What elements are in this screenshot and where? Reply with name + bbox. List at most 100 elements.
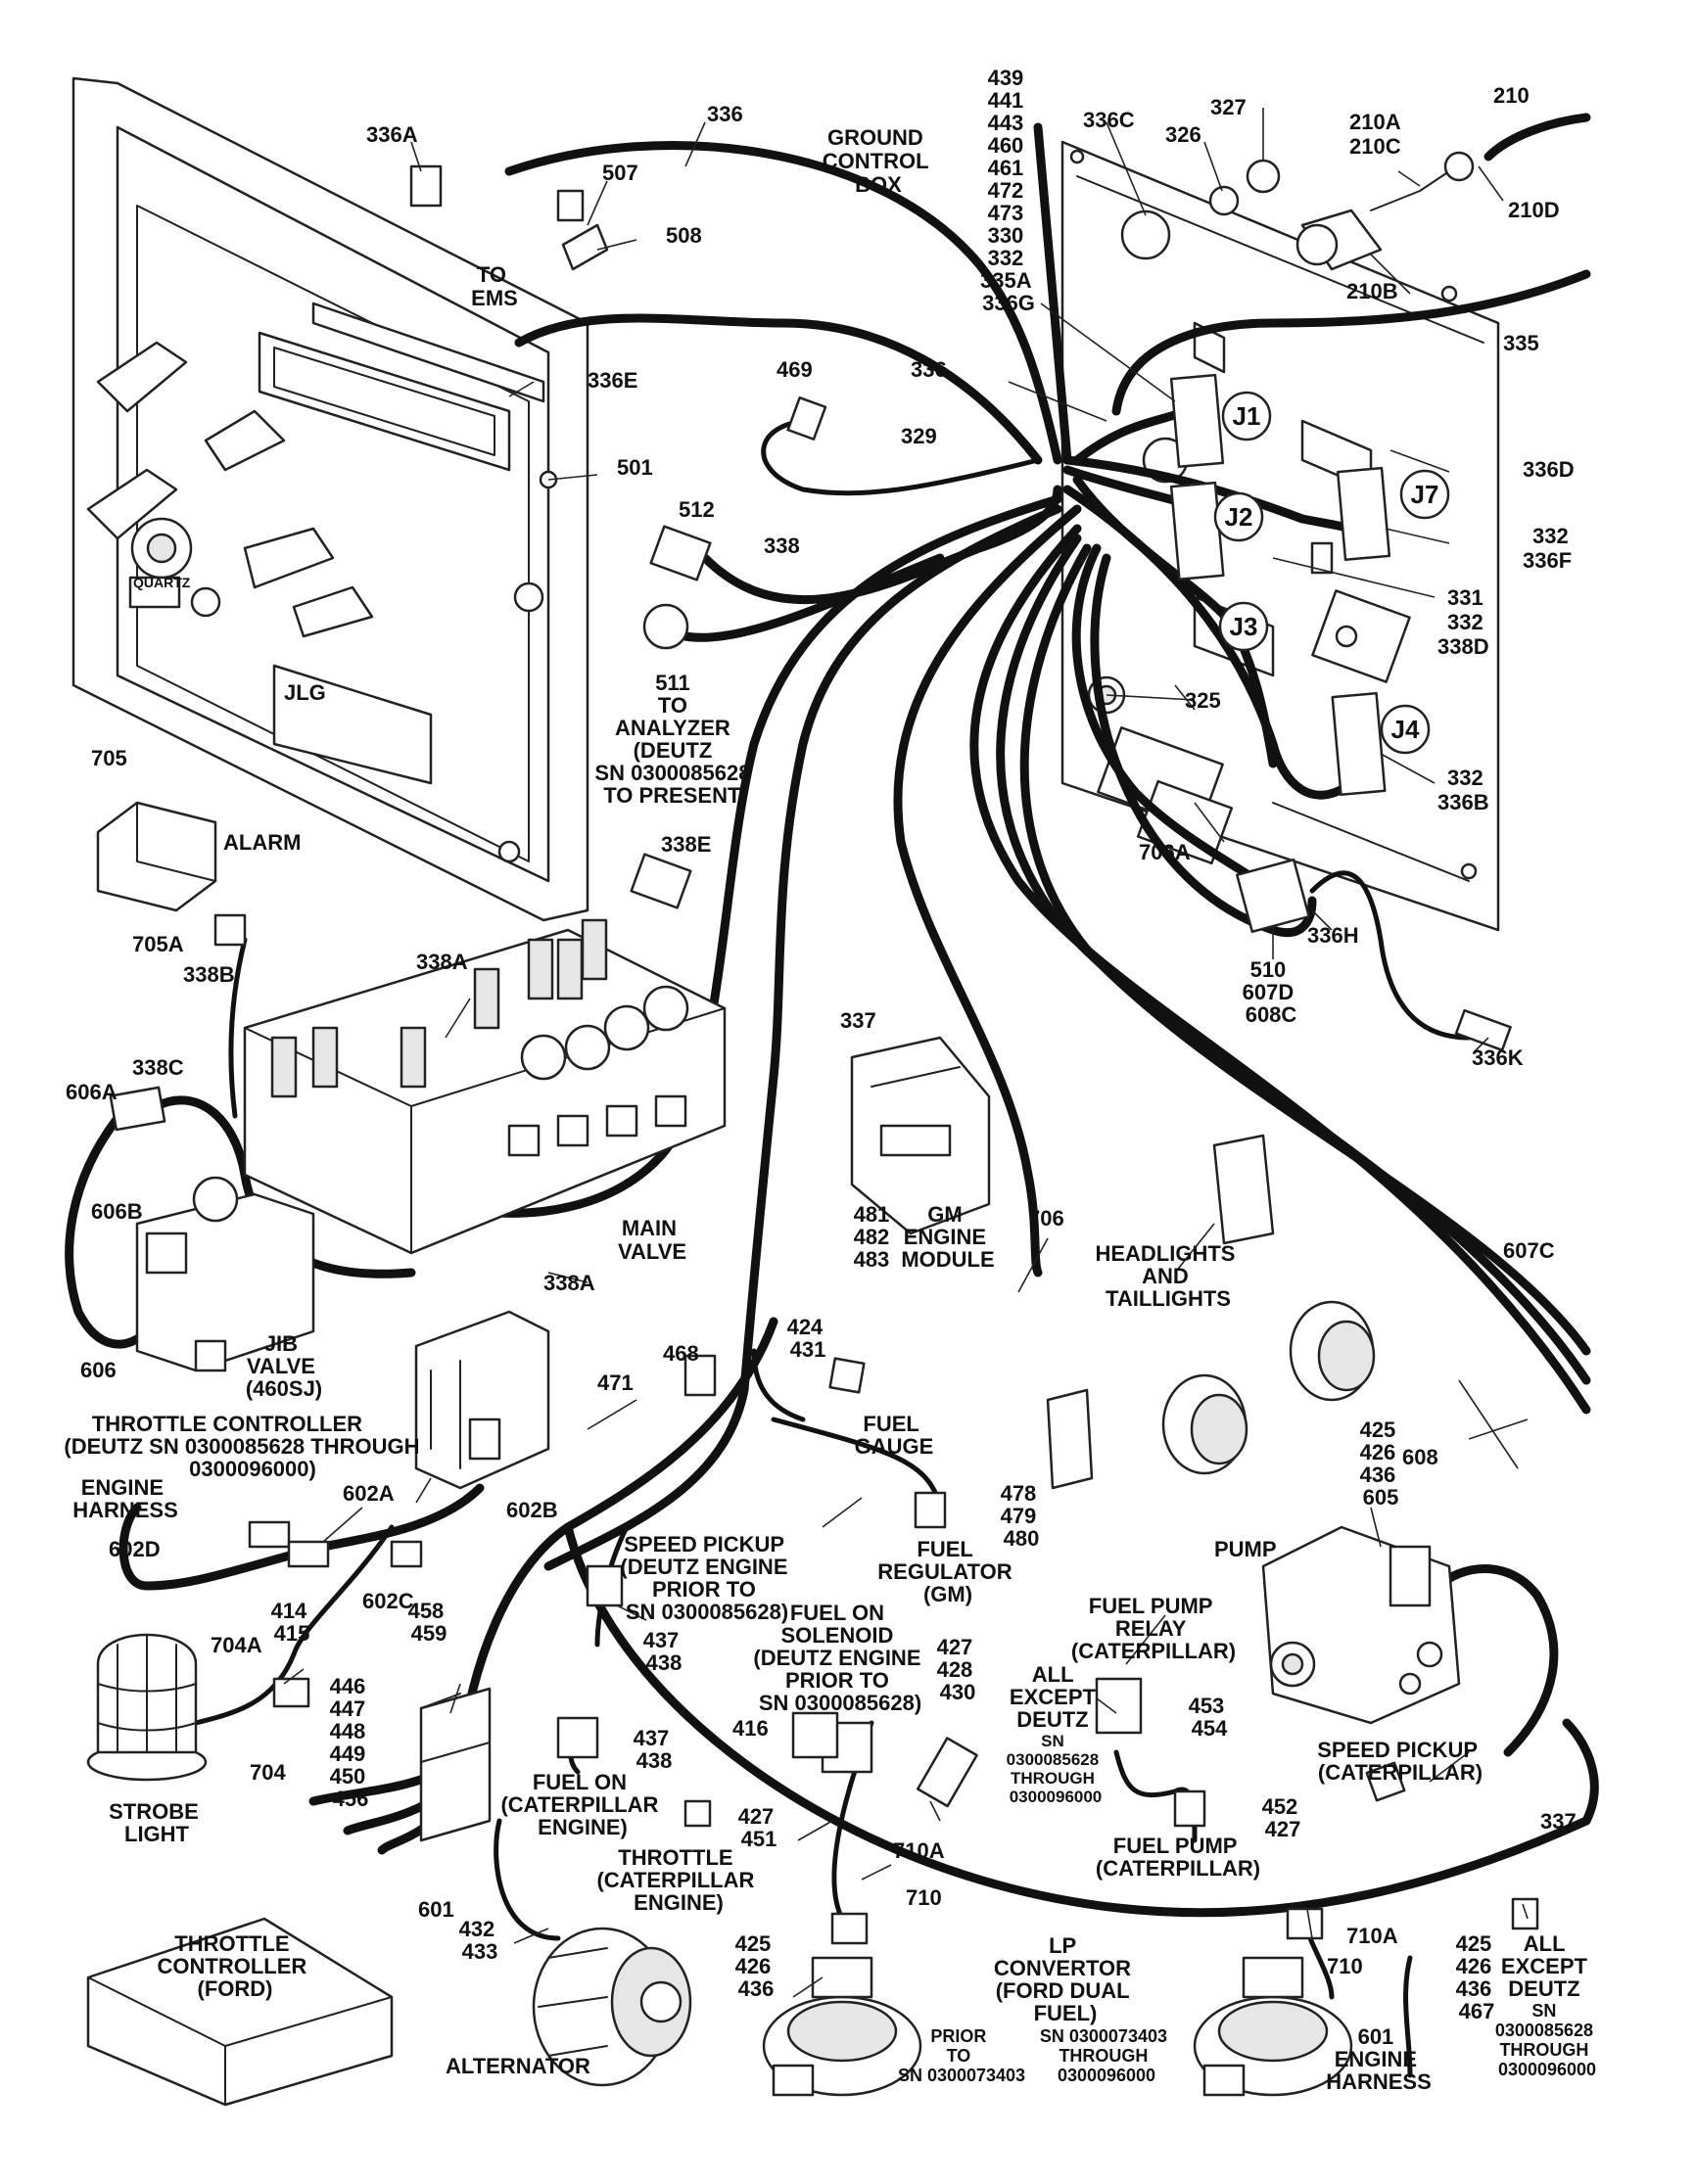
label-332-336b: 332 336B	[1437, 766, 1489, 814]
label-throttle-controller-ford: THROTTLE CONTROLLER (FORD)	[158, 1931, 313, 2001]
label-512: 512	[679, 497, 715, 522]
lp-convertor-left	[762, 1956, 922, 2097]
label-608: 608	[1402, 1445, 1438, 1469]
label-427-451: 427 451	[738, 1804, 780, 1851]
label-j1-wire-stack: 439 441 443 460 461 472 473 330 332 335A…	[980, 66, 1037, 315]
label-326: 326	[1165, 122, 1201, 147]
label-338: 338	[764, 534, 800, 558]
label-710-left: 710	[906, 1885, 942, 1910]
label-606a: 606A	[66, 1080, 118, 1104]
label-458-459: 458 459	[408, 1599, 450, 1646]
label-210: 210	[1493, 83, 1530, 108]
label-704a: 704A	[211, 1633, 262, 1657]
label-706a: 706A	[1139, 840, 1191, 864]
label-511-to-analyzer: 511 TO ANALYZER (DEUTZ SN 0300085628 TO …	[594, 671, 756, 808]
label-speed-pickup-caterpillar: SPEED PICKUP (CATERPILLAR)	[1317, 1738, 1483, 1785]
jib-valve-component	[135, 1176, 315, 1372]
label-510-607d-608c: 510 607D 608C	[1243, 957, 1300, 1027]
label-425-426-436-605: 425 426 436 605	[1360, 1417, 1402, 1510]
label-336h: 336H	[1307, 923, 1359, 948]
label-prior-to-sn: PRIOR TO SN 0300073403	[898, 2022, 1025, 2085]
label-alternator: ALTERNATOR	[446, 2054, 590, 2078]
lp-convertor-right	[1193, 1956, 1353, 2097]
label-706: 706	[1028, 1206, 1064, 1231]
label-336a: 336A	[366, 122, 418, 147]
j1-connector-block	[1169, 373, 1225, 468]
connector-j2: J2	[1225, 502, 1253, 532]
label-416: 416	[732, 1716, 769, 1741]
connector-labels: J1 J2 J7 J3 J4	[1213, 391, 1450, 755]
label-414-415: 414 415	[271, 1599, 313, 1646]
connector-j7: J7	[1411, 480, 1439, 509]
label-337-top: 337	[840, 1008, 876, 1033]
label-327: 327	[1210, 95, 1247, 119]
label-507: 507	[602, 161, 638, 185]
label-601-left: 601	[418, 1897, 454, 1922]
throttle-controller-ford	[86, 1917, 394, 2107]
gm-engine-module	[850, 1036, 991, 1235]
label-437-438-a: 437 438	[643, 1628, 685, 1675]
label-336e: 336E	[588, 368, 637, 393]
j2-connector-block	[1169, 481, 1225, 581]
label-sn-through: SN 0300073403 THROUGH 0300096000	[1040, 2022, 1173, 2085]
label-710-right: 710	[1327, 1954, 1363, 1978]
label-469: 469	[777, 357, 813, 382]
fuel-on-solenoid-component	[791, 1711, 839, 1759]
alarm-component	[96, 801, 217, 912]
label-331-332-338d: 331 332 338D	[1437, 585, 1489, 659]
label-fuel-pump-caterpillar: FUEL PUMP (CATERPILLAR)	[1096, 1834, 1260, 1881]
label-speed-pickup-deutz: SPEED PICKUP (DEUTZ ENGINE PRIOR TO SN 0…	[620, 1532, 793, 1624]
label-468: 468	[663, 1341, 699, 1366]
label-471: 471	[597, 1371, 634, 1395]
label-705a: 705A	[132, 932, 184, 956]
label-fuel-gauge: FUEL GAUGE	[855, 1412, 934, 1459]
label-329: 329	[901, 424, 937, 448]
label-705: 705	[91, 746, 127, 770]
ground-control-box: QUARTZ JLG	[71, 76, 589, 922]
control-display-panel	[258, 331, 511, 472]
label-478-479-480: 478 479 480	[1001, 1481, 1043, 1551]
label-325: 325	[1185, 688, 1221, 713]
label-446-456: 446 447 448 449 450 456	[330, 1674, 372, 1811]
j7-connector-block	[1336, 466, 1391, 561]
label-710a-left: 710A	[893, 1838, 945, 1863]
label-336: 336	[707, 102, 743, 126]
label-338e: 338E	[661, 832, 711, 857]
pump-component	[1261, 1525, 1461, 1725]
main-valve-component	[243, 918, 727, 1255]
label-437-438-b: 437 438	[634, 1726, 676, 1773]
label-602a: 602A	[343, 1481, 395, 1506]
j510-connector-block	[1236, 859, 1310, 933]
label-main-valve: MAIN VALVE	[618, 1216, 686, 1264]
label-336k: 336K	[1472, 1046, 1524, 1070]
label-332-336f: 332 336F	[1523, 524, 1575, 573]
label-424-431: 424 431	[787, 1315, 829, 1362]
quartz-badge-text: QUARTZ	[133, 575, 191, 590]
label-337-right: 337	[1540, 1809, 1577, 1834]
throttle-controller-deutz	[414, 1310, 550, 1490]
label-strobe-light: STROBE LIGHT	[109, 1799, 205, 1846]
label-throttle-caterpillar: THROTTLE (CATERPILLAR ENGINE)	[596, 1845, 760, 1915]
label-710a-right: 710A	[1346, 1924, 1398, 1948]
label-alarm: ALARM	[223, 830, 301, 855]
label-452-427: 452 427	[1262, 1794, 1304, 1841]
headlight-box-lower	[1046, 1388, 1094, 1490]
336a-connector	[409, 164, 443, 208]
label-338a-top: 338A	[416, 950, 468, 974]
label-602c: 602C	[362, 1589, 414, 1613]
headlight-units	[1046, 1134, 1376, 1490]
relay-pack	[419, 1687, 492, 1842]
label-606b: 606B	[91, 1199, 143, 1224]
label-335: 335	[1503, 331, 1539, 355]
label-all-except-deutz-mid: ALL EXCEPT DEUTZ SN 0300085628 THROUGH 0…	[1007, 1662, 1106, 1806]
label-210b: 210B	[1346, 279, 1398, 303]
label-425-426-436-467: 425 426 436 467	[1456, 1931, 1498, 2023]
label-453-454: 453 454	[1189, 1694, 1231, 1741]
label-jib-valve: JIB VALVE (460SJ)	[246, 1331, 322, 1401]
label-fuel-on-solenoid: FUEL ON SOLENOID (DEUTZ ENGINE PRIOR TO …	[753, 1601, 926, 1715]
label-338a-bottom: 338A	[543, 1271, 595, 1295]
label-fuel-pump-relay: FUEL PUMP RELAY (CATERPILLAR)	[1071, 1594, 1236, 1663]
label-501: 501	[617, 455, 653, 480]
quartz-badge	[128, 576, 181, 609]
